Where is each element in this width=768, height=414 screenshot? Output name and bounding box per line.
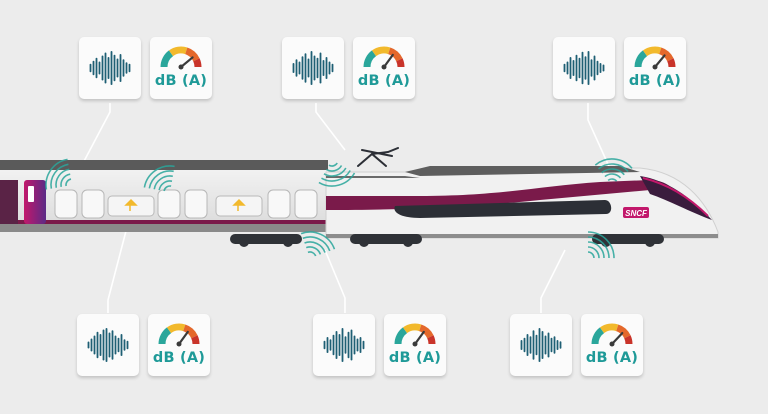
sound-wave-icon (89, 51, 131, 85)
sound-wave-icon (520, 328, 562, 362)
sncf-logo: SNCF (623, 207, 649, 218)
decibel-meter-icon (394, 323, 436, 347)
waveform-card (313, 314, 375, 376)
decibel-label: dB (A) (585, 350, 639, 366)
train-door (24, 180, 46, 224)
decibel-meter-icon (591, 323, 633, 347)
gauge-needle (177, 330, 189, 346)
passenger-car-roof (0, 160, 328, 170)
cab-windshield (640, 176, 712, 220)
sound-emission-waves-icon (143, 165, 197, 219)
sound-wave-icon (87, 328, 129, 362)
decibel-meter-icon (158, 323, 200, 347)
connector-lines (81, 103, 613, 313)
power-car-purple-stripe (326, 180, 672, 210)
sound-emission-waves-icon (561, 231, 615, 285)
waveform-card (282, 37, 344, 99)
sound-emission-waves-icon (283, 231, 337, 285)
passenger-tables (107, 195, 263, 217)
passenger-car-stripe (0, 220, 328, 224)
pantograph-icon (357, 147, 399, 167)
decibel-meter-card: dB (A) (624, 37, 686, 99)
high-speed-train: SNCF (0, 147, 719, 247)
sound-emitters (45, 133, 639, 285)
decibel-meter-icon (634, 46, 676, 70)
decibel-meter-card: dB (A) (148, 314, 210, 376)
decibel-label: dB (A) (628, 73, 682, 89)
gauge-needle (382, 53, 394, 69)
waveform-card (79, 37, 141, 99)
decibel-meter-icon (160, 46, 202, 70)
gauge-needle (653, 54, 666, 69)
power-car-dark-band (394, 200, 612, 218)
decibel-meter-card: dB (A) (353, 37, 415, 99)
bogies (230, 234, 664, 247)
gauge-needle (179, 56, 194, 69)
decibel-label: dB (A) (152, 350, 206, 366)
sound-wave-icon (292, 51, 334, 85)
sound-emission-waves-icon (305, 133, 359, 187)
decibel-label: dB (A) (388, 350, 442, 366)
power-car-roof (405, 166, 640, 176)
decibel-label: dB (A) (154, 73, 208, 89)
waveform-card (553, 37, 615, 99)
gauge-needle (413, 330, 425, 346)
decibel-meter-card: dB (A) (384, 314, 446, 376)
decibel-label: dB (A) (357, 73, 411, 89)
waveform-card (77, 314, 139, 376)
sound-emission-waves-icon (45, 158, 99, 212)
sound-wave-icon (563, 51, 605, 85)
passenger-seats (54, 189, 318, 219)
decibel-meter-card: dB (A) (581, 314, 643, 376)
sncf-logo-text: SNCF (625, 209, 648, 218)
decibel-meter-icon (363, 46, 405, 70)
sound-wave-icon (323, 328, 365, 362)
decibel-meter-card: dB (A) (150, 37, 212, 99)
waveform-card (510, 314, 572, 376)
